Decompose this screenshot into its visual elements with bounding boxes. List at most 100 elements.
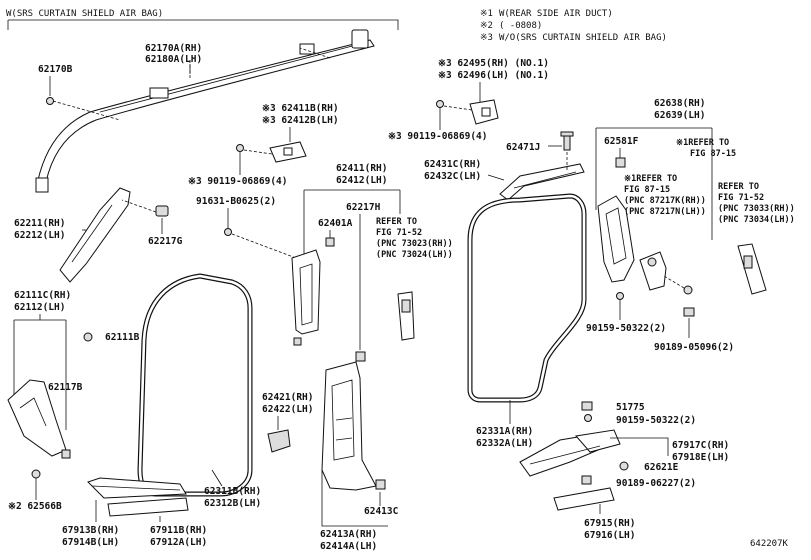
label-67912A: 67912A(LH): [150, 537, 207, 548]
seatbelt-anchor-cover-part: [397, 291, 415, 341]
screw-icon: [224, 228, 232, 236]
svg-text:REFER TO: REFER TO: [718, 182, 759, 192]
clip-62217H: [355, 351, 366, 362]
screw-icon: [584, 414, 592, 422]
label-62217G: 62217G: [148, 236, 183, 247]
svg-text:FIG 71-52: FIG 71-52: [376, 228, 422, 238]
reference-1: ※1REFER TO FIG 87-15: [676, 138, 736, 159]
svg-text:FIG 71-52: FIG 71-52: [718, 193, 764, 203]
svg-text:(PNC 87217K(RH)): (PNC 87217K(RH)): [624, 196, 706, 206]
label-62111B: 62111B: [105, 332, 140, 343]
clip-62413C: [375, 479, 386, 490]
label-62112: 62112(LH): [14, 302, 65, 313]
label-62414A: 62414A(LH): [320, 541, 377, 552]
dash-rear-pillar: [663, 275, 685, 289]
clip-62621E: [619, 461, 629, 471]
clip-62217G-part: [155, 205, 169, 217]
clip-62566B: [31, 469, 41, 479]
rear-scuff-lower-part: [553, 487, 615, 511]
bracket-62495-part: [469, 99, 499, 125]
clip-right: [683, 285, 693, 295]
label-67911B: 67911B(RH): [150, 525, 207, 536]
label-90119-b: ※3 90119-06869(4): [388, 131, 487, 142]
label-62312B: 62312B(LH): [204, 498, 261, 509]
label-62332A: 62332A(LH): [476, 438, 533, 449]
label-62211: 62211(RH): [14, 218, 65, 229]
svg-text:REFER TO: REFER TO: [376, 217, 417, 227]
clip-lower: [293, 337, 302, 346]
label-62496: ※3 62496(LH) (NO.1): [438, 70, 549, 81]
clip-90189b: [581, 475, 592, 485]
label-62217H: 62217H: [346, 202, 381, 213]
label-62311B: 62311B(RH): [204, 486, 261, 497]
label-62421: 62421(RH): [262, 392, 313, 403]
cowl-side-trim-part: [7, 379, 67, 457]
label-62471J: 62471J: [506, 142, 540, 153]
clip-62117B: [61, 449, 71, 459]
leader-62431C: [487, 174, 505, 181]
label-90119-a: ※3 90119-06869(4): [188, 176, 287, 187]
svg-text:※1REFER TO: ※1REFER TO: [676, 138, 729, 148]
label-90159: 90159-50322(2): [586, 323, 666, 334]
label-67913B: 67913B(RH): [62, 525, 119, 536]
svg-text:(PNC 87217N(LH)): (PNC 87217N(LH)): [624, 207, 706, 217]
label-62431C: 62431C(RH): [424, 159, 481, 170]
label-62401A: 62401A: [318, 218, 353, 229]
svg-text:(PNC 73033(RH)): (PNC 73033(RH)): [718, 204, 795, 214]
clip-62111B: [83, 332, 93, 342]
svg-text:FIG 87-15: FIG 87-15: [690, 149, 736, 159]
label-62566B: ※2 62566B: [8, 501, 62, 512]
label-62170B: 62170B: [38, 64, 73, 75]
label-62412: 62412(LH): [336, 175, 387, 186]
bracket-62411B-part: [269, 141, 307, 163]
screw-icon: [616, 292, 624, 300]
clip-62581F: [615, 157, 626, 168]
legend-item-2: ※2( -0808): [480, 21, 542, 31]
screw-icon: [236, 144, 244, 152]
label-62331A: 62331A(RH): [476, 426, 533, 437]
leader-62311B: [211, 469, 223, 487]
label-62111C: 62111C(RH): [14, 290, 71, 301]
lower-center-pillar-part: [321, 361, 377, 491]
label-62411B: ※3 62411B(RH): [262, 103, 339, 114]
label-62411: 62411(RH): [336, 163, 387, 174]
front-door-weatherstrip-part: [137, 273, 253, 497]
svg-text:(PNC 73023(RH)): (PNC 73023(RH)): [376, 239, 453, 249]
label-62422: 62422(LH): [262, 404, 313, 415]
label-90159b: 90159-50322(2): [616, 415, 696, 426]
center-pillar-upper-part: [291, 249, 321, 335]
label-90189a: 90189-05096(2): [654, 342, 734, 353]
cover-62421-part: [267, 429, 291, 453]
front-pillar-garnish-part: [59, 187, 131, 283]
label-62413C: 62413C: [364, 506, 399, 517]
label-62412B: ※3 62412B(LH): [262, 115, 339, 126]
rear-door-weatherstrip-part: [467, 193, 587, 403]
front-scuff-plate-part: [87, 477, 189, 517]
reference-mid: REFER TO FIG 71-52 (PNC 73023(RH)) (PNC …: [376, 217, 453, 260]
dash-62495: [443, 105, 473, 111]
dash-62411B: [243, 149, 273, 155]
label-62581F: 62581F: [604, 136, 639, 147]
svg-text:(PNC 73034(LH)): (PNC 73034(LH)): [718, 215, 795, 225]
label-67918E: 67918E(LH): [672, 452, 729, 463]
label-67915: 67915(RH): [584, 518, 635, 529]
label-67916: 67916(LH): [584, 530, 635, 541]
screw-62471J-part: [560, 131, 574, 151]
clip-90189a: [683, 307, 695, 317]
bracket-62413A: [321, 470, 388, 527]
label-67917C: 67917C(RH): [672, 440, 729, 451]
belt-cover-part: [737, 243, 767, 295]
reference-87: ※1REFER TO FIG 87-15 (PNC 87217K(RH)) (P…: [624, 174, 706, 217]
svg-text:(PNC 73024(LH)): (PNC 73024(LH)): [376, 250, 453, 260]
label-62639: 62639(LH): [654, 110, 705, 121]
label-62180A: 62180A(LH): [145, 54, 202, 65]
clip-62170B: [46, 97, 54, 105]
bracket-62638: [595, 127, 713, 240]
label-62117B: 62117B: [48, 382, 83, 393]
header-title: W(SRS CURTAIN SHIELD AIR BAG): [6, 9, 163, 19]
label-62170A: 62170A(RH): [145, 43, 202, 54]
svg-text:FIG 87-15: FIG 87-15: [624, 185, 670, 195]
